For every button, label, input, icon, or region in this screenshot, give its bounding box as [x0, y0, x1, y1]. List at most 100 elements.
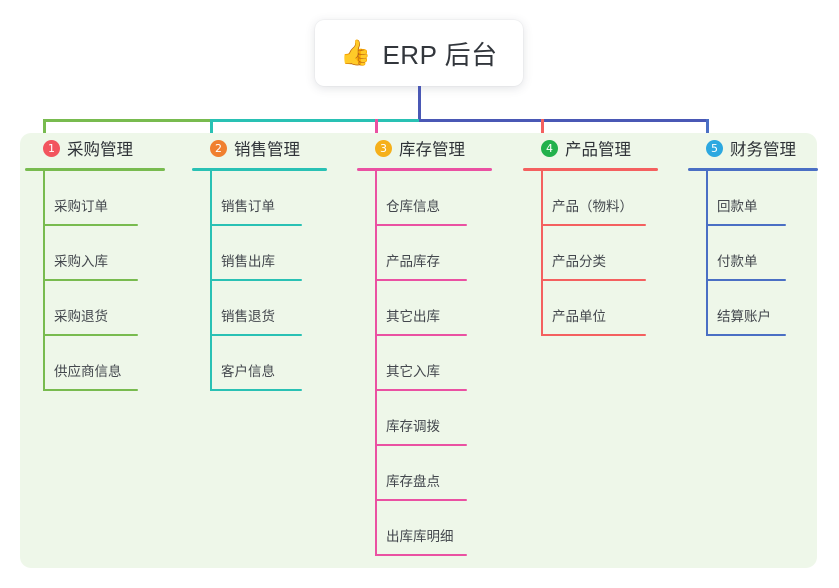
branch-item-rule — [375, 444, 467, 446]
branch-item-label: 结算账户 — [717, 309, 771, 324]
branch-item[interactable]: 采购入库 — [25, 226, 165, 281]
branch-title: 销售管理 — [234, 141, 300, 159]
branch-item-rule — [210, 334, 302, 336]
branch-item[interactable]: 销售订单 — [192, 171, 327, 226]
branch-header-rule — [523, 168, 658, 171]
branch-item[interactable]: 回款单 — [688, 171, 818, 226]
branch-column-3[interactable]: 3 库存管理仓库信息产品库存其它出库其它入库库存调拨库存盘点出库库明细 — [357, 133, 492, 556]
branch-item[interactable]: 库存调拨 — [357, 391, 492, 446]
branch-item-list: 仓库信息产品库存其它出库其它入库库存调拨库存盘点出库库明细 — [357, 171, 492, 556]
branch-item-list: 回款单付款单结算账户 — [688, 171, 818, 336]
branch-item-label: 采购入库 — [54, 254, 108, 269]
branch-item[interactable]: 付款单 — [688, 226, 818, 281]
branch-title: 财务管理 — [730, 141, 796, 159]
branch-column-2[interactable]: 2 销售管理销售订单销售出库销售退货客户信息 — [192, 133, 327, 391]
bus-segment-1 — [43, 119, 213, 122]
branch-item-list: 销售订单销售出库销售退货客户信息 — [192, 171, 327, 391]
branch-item-rule — [375, 279, 467, 281]
branch-item-label: 产品分类 — [552, 254, 606, 269]
branch-item-list: 产品（物料） 产品分类产品单位 — [523, 171, 658, 336]
branch-item[interactable]: 库存盘点 — [357, 446, 492, 501]
branch-item-label: 其它入库 — [386, 364, 440, 379]
branch-number-badge: 4 — [541, 139, 558, 157]
branch-item-label: 回款单 — [717, 199, 758, 214]
bus-segment-3 — [419, 119, 709, 122]
branch-column-4[interactable]: 4 产品管理产品（物料） 产品分类产品单位 — [523, 133, 658, 336]
branch-item-list: 采购订单采购入库采购退货供应商信息 — [25, 171, 165, 391]
branch-item[interactable]: 供应商信息 — [25, 336, 165, 391]
branch-item[interactable]: 客户信息 — [192, 336, 327, 391]
branch-spine — [706, 171, 708, 336]
branch-header-rule — [192, 168, 327, 171]
branch-item[interactable]: 采购订单 — [25, 171, 165, 226]
branch-header-rule — [357, 168, 492, 171]
branch-title: 库存管理 — [399, 141, 465, 159]
branch-header-3[interactable]: 3 库存管理 — [357, 133, 492, 163]
branch-item[interactable]: 仓库信息 — [357, 171, 492, 226]
branch-item-label: 付款单 — [717, 254, 758, 269]
branch-item-rule — [706, 334, 786, 336]
branch-item[interactable]: 产品单位 — [523, 281, 658, 336]
branch-item-label: 库存盘点 — [386, 474, 440, 489]
branch-item-rule — [375, 389, 467, 391]
branch-header-5[interactable]: 5 财务管理 — [688, 133, 818, 163]
branch-item-label: 产品单位 — [552, 309, 606, 324]
branch-item[interactable]: 出库库明细 — [357, 501, 492, 556]
branch-item-label: 客户信息 — [221, 364, 275, 379]
branch-item[interactable]: 结算账户 — [688, 281, 818, 336]
branch-item-label: 仓库信息 — [386, 199, 440, 214]
branch-item-label: 出库库明细 — [386, 529, 454, 544]
branch-item-label: 销售订单 — [221, 199, 275, 214]
branch-number-badge: 2 — [210, 139, 227, 157]
branch-item-label: 产品库存 — [386, 254, 440, 269]
bus-segment-2 — [210, 119, 422, 122]
branch-title: 采购管理 — [67, 141, 133, 159]
branch-item[interactable]: 产品库存 — [357, 226, 492, 281]
branch-item-label: 产品（物料） — [552, 199, 633, 214]
branch-item-rule — [43, 224, 138, 226]
branch-item-rule — [43, 334, 138, 336]
branch-item-label: 其它出库 — [386, 309, 440, 324]
branch-item[interactable]: 销售出库 — [192, 226, 327, 281]
branch-item-label: 库存调拨 — [386, 419, 440, 434]
branch-spine — [375, 171, 377, 556]
root-stem-connector — [418, 86, 421, 122]
branch-item[interactable]: 采购退货 — [25, 281, 165, 336]
branch-item-rule — [706, 279, 786, 281]
branch-spine — [210, 171, 212, 391]
branch-item-rule — [375, 499, 467, 501]
branch-item-rule — [541, 334, 646, 336]
branch-header-rule — [688, 168, 818, 171]
branch-number-badge: 5 — [706, 139, 723, 157]
branch-item-rule — [210, 224, 302, 226]
branch-number-badge: 3 — [375, 139, 392, 157]
branch-item-rule — [541, 224, 646, 226]
root-node-title: ERP 后台 — [382, 39, 498, 70]
branch-column-5[interactable]: 5 财务管理回款单付款单结算账户 — [688, 133, 818, 336]
branch-item-rule — [43, 389, 138, 391]
branch-spine — [541, 171, 543, 336]
branch-title: 产品管理 — [565, 141, 631, 159]
branch-item[interactable]: 产品分类 — [523, 226, 658, 281]
branch-item-label: 销售出库 — [221, 254, 275, 269]
branch-header-4[interactable]: 4 产品管理 — [523, 133, 658, 163]
branch-item-rule — [375, 224, 467, 226]
branch-item-rule — [541, 279, 646, 281]
branch-item-rule — [210, 389, 302, 391]
root-node[interactable]: 👍 ERP 后台 — [315, 20, 523, 86]
branch-item[interactable]: 其它入库 — [357, 336, 492, 391]
branch-item[interactable]: 产品（物料） — [523, 171, 658, 226]
branch-item-rule — [375, 334, 467, 336]
branch-item-label: 供应商信息 — [54, 364, 122, 379]
branch-item-label: 采购退货 — [54, 309, 108, 324]
branch-item[interactable]: 销售退货 — [192, 281, 327, 336]
branch-item[interactable]: 其它出库 — [357, 281, 492, 336]
branch-item-label: 销售退货 — [221, 309, 275, 324]
branch-item-rule — [706, 224, 786, 226]
branch-header-2[interactable]: 2 销售管理 — [192, 133, 327, 163]
branch-item-rule — [375, 554, 467, 556]
branch-item-rule — [210, 279, 302, 281]
